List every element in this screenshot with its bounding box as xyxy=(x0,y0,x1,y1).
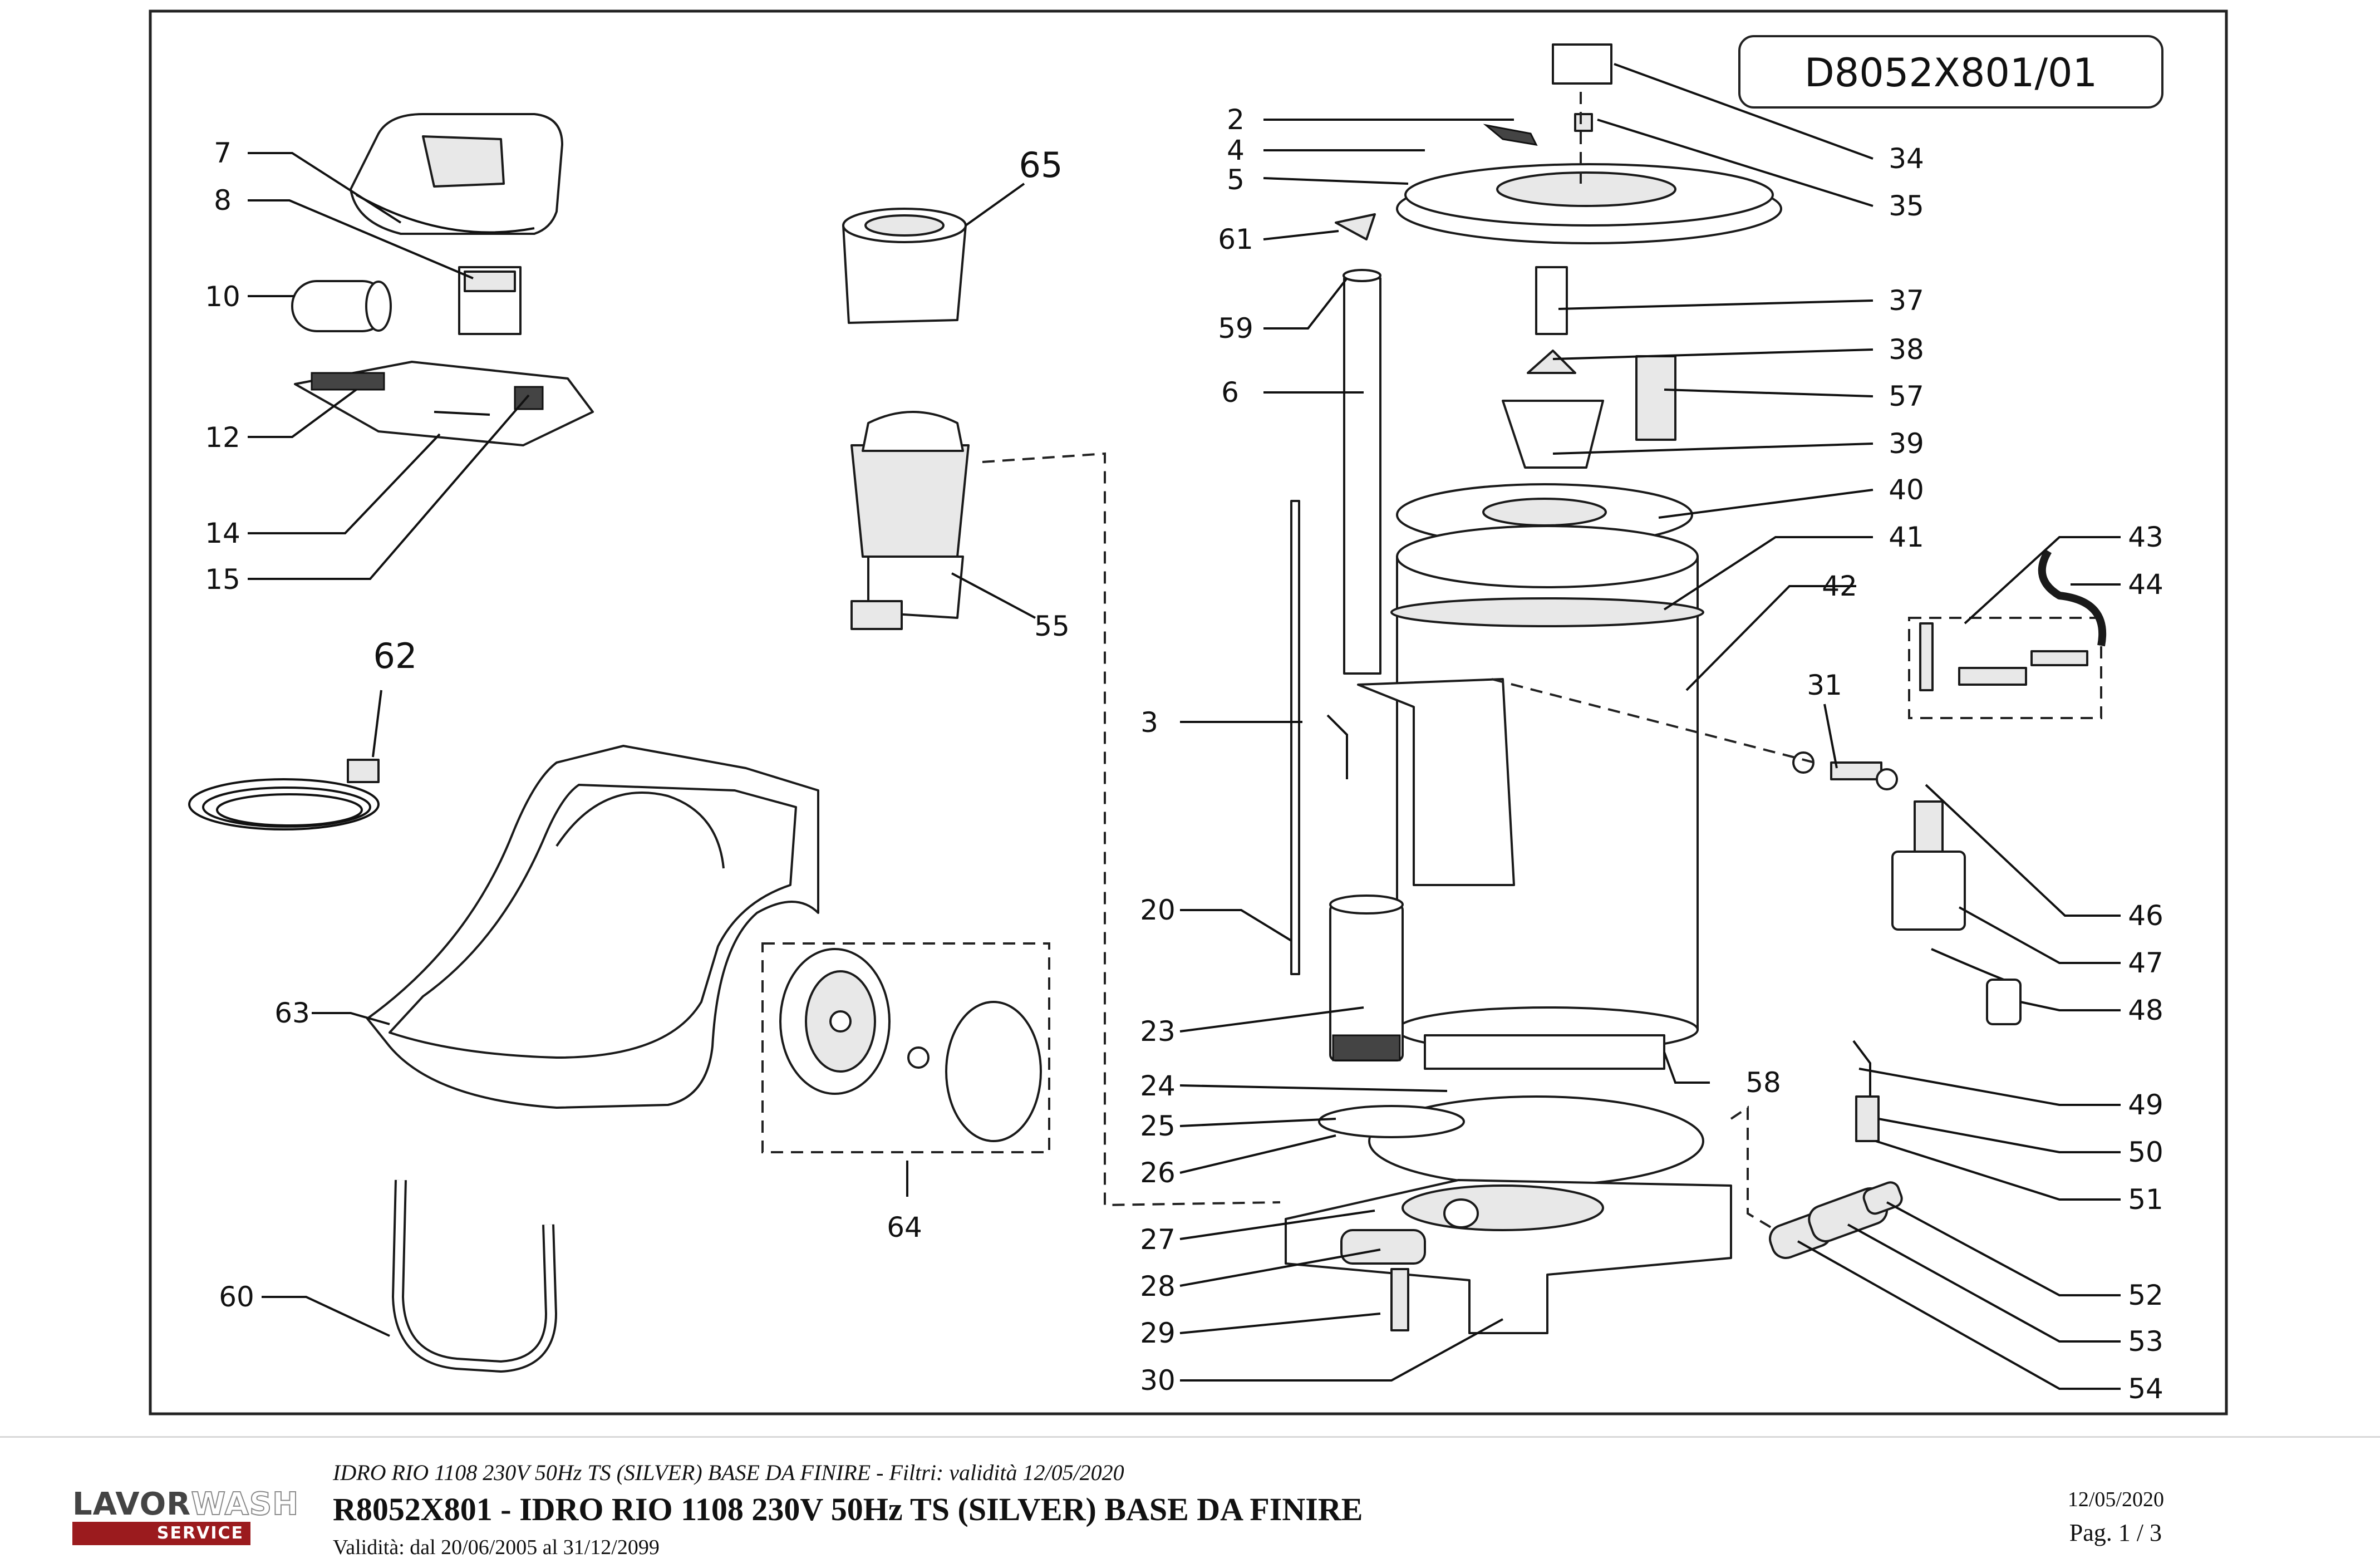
part-41-42-boiler xyxy=(1357,525,1704,1053)
callout-40: 40 xyxy=(1889,474,1924,506)
callout-8: 8 xyxy=(214,184,232,217)
callout-31: 31 xyxy=(1807,669,1842,701)
callout-61: 61 xyxy=(1218,223,1253,255)
callout-14: 14 xyxy=(205,517,240,549)
callout-4: 4 xyxy=(1227,134,1245,166)
callout-46: 46 xyxy=(2128,899,2163,932)
callout-37: 37 xyxy=(1889,284,1924,317)
part-31-fittings xyxy=(1792,751,1898,790)
callout-43: 43 xyxy=(2128,521,2163,553)
callout-51: 51 xyxy=(2128,1183,2163,1216)
callout-62: 62 xyxy=(373,636,417,676)
part-55-motor xyxy=(850,411,970,630)
callout-10: 10 xyxy=(205,281,240,313)
part-24-26-base-tank xyxy=(1285,1095,1732,1334)
part-3-20-sensor-rod xyxy=(1290,500,1348,975)
part-7-cover xyxy=(350,113,563,235)
callout-25: 25 xyxy=(1140,1110,1176,1142)
callout-53: 53 xyxy=(2128,1325,2163,1358)
part-49-51-probe xyxy=(1852,1040,1880,1142)
part-65-cap xyxy=(842,208,967,324)
part-62-power-cable xyxy=(188,759,380,830)
callout-15: 15 xyxy=(205,563,240,596)
part-12-14-15-board xyxy=(294,361,594,446)
part-27-29-fittings xyxy=(1340,1198,1479,1331)
callout-12: 12 xyxy=(205,421,240,454)
callout-59: 59 xyxy=(1218,312,1253,345)
part-60-u-pipe xyxy=(392,1179,557,1373)
leader-lines xyxy=(248,63,2121,1390)
callout-49: 49 xyxy=(2128,1089,2163,1121)
connector-base-to-54 xyxy=(1730,1105,1777,1231)
callout-64: 64 xyxy=(887,1211,922,1243)
part-34-35-switches xyxy=(1552,43,1612,132)
callout-38: 38 xyxy=(1889,333,1924,366)
callout-35: 35 xyxy=(1889,190,1924,222)
logo-service-band: SERVICE xyxy=(72,1522,250,1545)
callout-7: 7 xyxy=(214,137,232,169)
lavorwash-service-logo: LAVORWASH SERVICE xyxy=(72,1486,299,1554)
callout-34: 34 xyxy=(1889,142,1924,175)
callout-3: 3 xyxy=(1140,706,1158,739)
part-63-chassis xyxy=(366,745,819,1109)
callout-2: 2 xyxy=(1227,104,1245,136)
page-indicator: Pag. 1 / 3 xyxy=(2069,1519,2162,1546)
part-5-lid xyxy=(1396,124,1782,244)
callout-63: 63 xyxy=(274,997,310,1029)
footer-divider xyxy=(0,1436,2380,1438)
part-23-filter xyxy=(1329,894,1404,1061)
part-37-39-burner xyxy=(1502,266,1676,469)
callout-60: 60 xyxy=(219,1281,254,1313)
callout-41: 41 xyxy=(1889,521,1924,553)
callout-29: 29 xyxy=(1140,1317,1176,1349)
part-64-wheel xyxy=(761,942,1050,1153)
connector-55-to-base xyxy=(982,452,1281,1207)
part-8-switch xyxy=(458,266,522,335)
logo-word-wash: WASH xyxy=(190,1486,299,1522)
callout-26: 26 xyxy=(1140,1157,1176,1189)
callout-28: 28 xyxy=(1140,1270,1176,1302)
callout-6: 6 xyxy=(1221,376,1239,409)
part-6-tube xyxy=(1343,269,1381,675)
callout-52: 52 xyxy=(2128,1279,2163,1311)
callout-27: 27 xyxy=(1140,1223,1176,1256)
logo-word-lavor: LAVOR xyxy=(72,1486,191,1522)
callout-30: 30 xyxy=(1140,1364,1176,1397)
validity-range: Validità: dal 20/06/2005 al 31/12/2099 xyxy=(333,1536,660,1559)
document-footer: LAVORWASH SERVICE IDRO RIO 1108 230V 50H… xyxy=(0,1436,2380,1568)
callout-54: 54 xyxy=(2128,1373,2163,1405)
document-title: R8052X801 - IDRO RIO 1108 230V 50Hz TS (… xyxy=(333,1491,1363,1527)
callout-39: 39 xyxy=(1889,427,1924,460)
callout-44: 44 xyxy=(2128,568,2163,601)
callout-58: 58 xyxy=(1745,1066,1781,1099)
callout-55: 55 xyxy=(1034,610,1070,642)
part-52-54-fittings xyxy=(1769,1181,1903,1259)
part-10-capacitor xyxy=(291,280,392,332)
callout-50: 50 xyxy=(2128,1136,2163,1168)
part-43-44-valve-kit xyxy=(1908,549,2107,719)
callout-48: 48 xyxy=(2128,994,2163,1026)
callout-57: 57 xyxy=(1889,380,1924,412)
callout-42: 42 xyxy=(1822,570,1857,602)
callout-23: 23 xyxy=(1140,1015,1176,1048)
diagram-frame xyxy=(149,9,2228,1415)
callout-65: 65 xyxy=(1019,145,1063,185)
callout-47: 47 xyxy=(2128,947,2163,979)
callout-20: 20 xyxy=(1140,894,1176,926)
part-58-ring xyxy=(1424,1034,1665,1070)
callout-labels: 2 4 5 61 59 6 3 20 23 24 25 26 27 28 29 … xyxy=(205,104,2163,1405)
part-46-48-pump xyxy=(1891,800,2022,1025)
callout-5: 5 xyxy=(1227,164,1245,196)
connector-boiler-to-31 xyxy=(1491,678,1815,764)
document-date: 12/05/2020 xyxy=(2067,1488,2164,1511)
document-code-box xyxy=(1738,35,2163,109)
document-code: D8052X801/01 xyxy=(1804,50,2097,96)
part-61-label xyxy=(1335,213,1376,240)
callout-24: 24 xyxy=(1140,1070,1176,1102)
filter-subtitle: IDRO RIO 1108 230V 50Hz TS (SILVER) BASE… xyxy=(333,1460,1124,1485)
